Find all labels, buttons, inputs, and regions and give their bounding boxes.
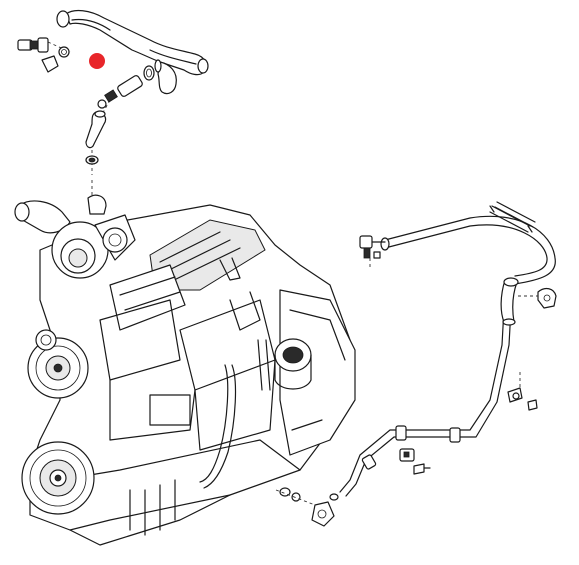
oil-filter: [274, 338, 312, 390]
pipe-hose-rubber: [500, 277, 519, 326]
pipe-fitting-left: [359, 235, 386, 259]
hose-fittings-top-left: [17, 37, 71, 73]
elbow-fitting-right: [518, 287, 557, 309]
turbocharger: [14, 180, 136, 279]
return-pipe-long: [339, 215, 556, 497]
hose-clamp-stack: [489, 201, 536, 233]
hose-elbow-short: [85, 110, 107, 175]
crankshaft-pulley: [27, 329, 89, 399]
banjo-fitting: [97, 75, 143, 119]
callout-marker: [89, 53, 105, 69]
bolts-set: [275, 387, 538, 527]
vibration-damper: [21, 441, 95, 515]
hose-clamps: [143, 59, 162, 81]
coolant-hose-upper: [56, 9, 209, 95]
engine-block: [29, 204, 356, 546]
pipe-brackets: [361, 425, 461, 470]
